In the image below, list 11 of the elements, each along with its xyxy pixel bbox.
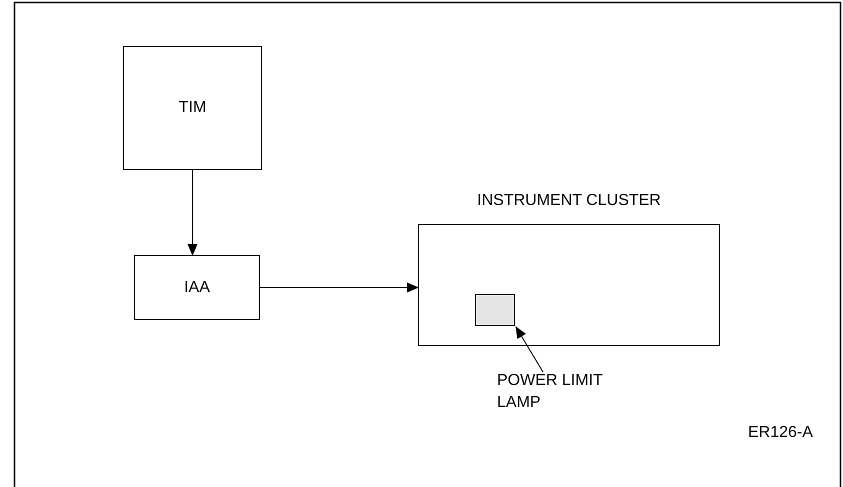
figure-code: ER126-A [748,424,813,442]
lamp-label: POWER LIMIT LAMP [497,371,604,413]
box-heading: INSTRUMENT CLUSTER [477,192,661,210]
arrow [260,282,419,292]
module-box [123,46,262,170]
box-label: IAA [184,278,210,296]
box-label: TIM [178,99,206,117]
module-box [134,255,260,320]
arrow [188,170,198,256]
lamp-box [475,294,515,326]
leader-line [515,326,544,372]
